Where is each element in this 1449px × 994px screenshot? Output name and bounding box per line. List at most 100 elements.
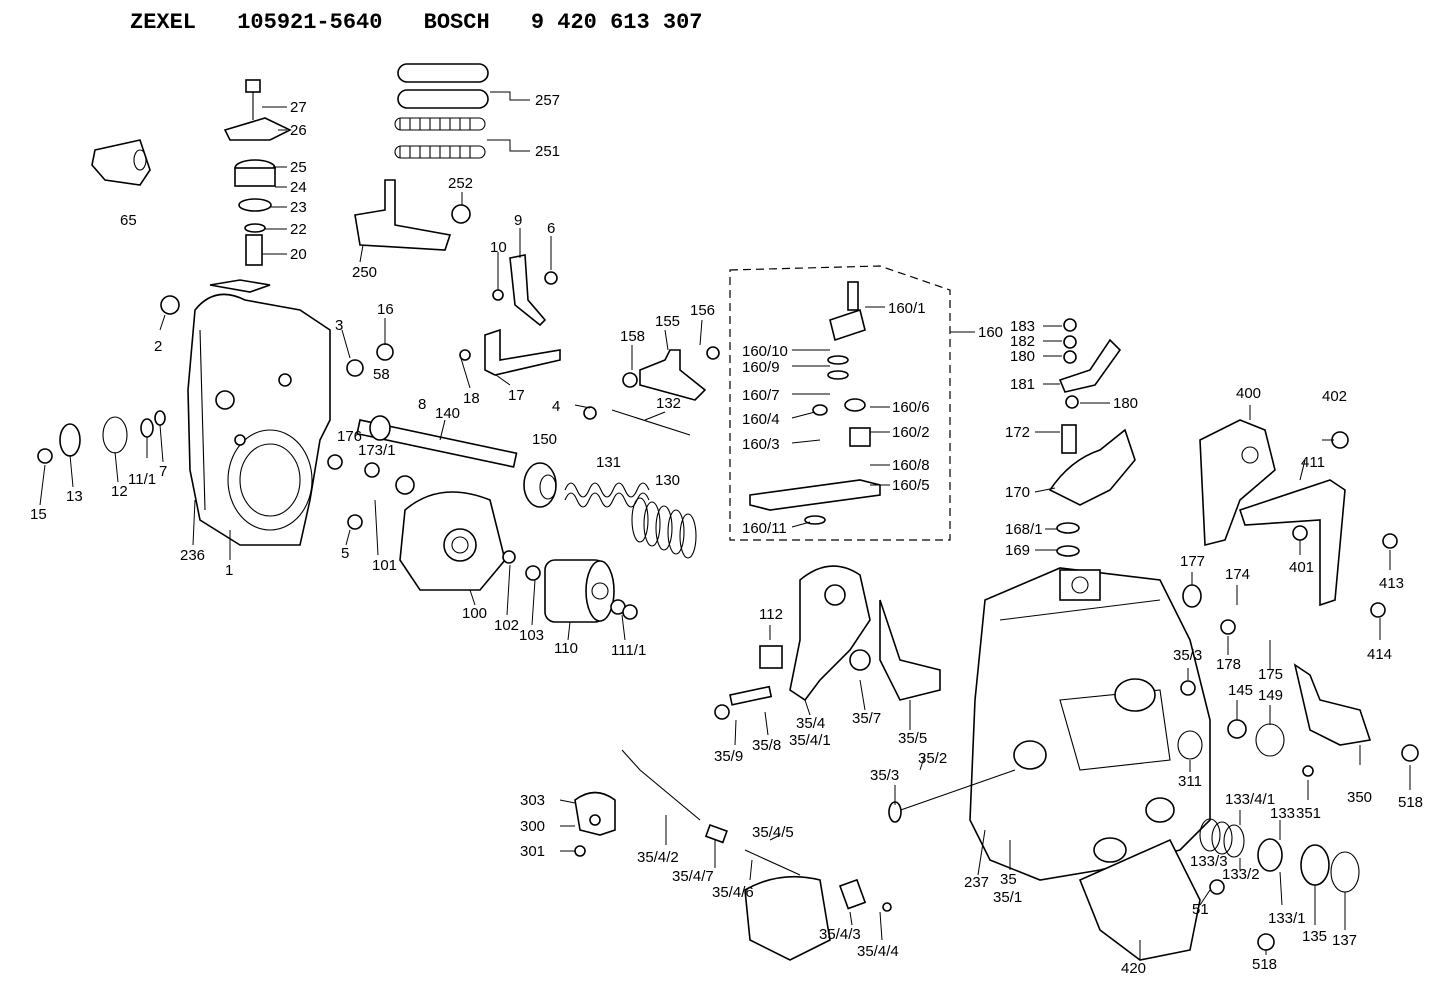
lever-170 — [1048, 428, 1136, 506]
label-110: 110 — [554, 640, 578, 657]
governor-spring-130 — [631, 497, 697, 559]
pin-172 — [1061, 424, 1077, 454]
label-160-4: 160/4 — [742, 411, 780, 428]
label-35-8: 35/8 — [752, 737, 781, 754]
label-51: 51 — [1192, 901, 1209, 918]
label-160: 160 — [978, 324, 1003, 341]
label-16: 16 — [377, 301, 394, 318]
governor-spring-131 — [564, 482, 650, 508]
label-35-9: 35/9 — [714, 748, 743, 765]
label-303: 303 — [520, 792, 545, 809]
label-133-3: 133/3 — [1190, 853, 1228, 870]
label-135: 135 — [1302, 928, 1327, 945]
label-35-4-3: 35/4/3 — [819, 926, 861, 943]
label-178: 178 — [1216, 656, 1241, 673]
label-160-3: 160/3 — [742, 436, 780, 453]
cap-nut-65 — [91, 139, 151, 186]
label-180b: 180 — [1113, 395, 1138, 412]
governor-lever-assembly — [789, 565, 941, 702]
label-402: 402 — [1322, 388, 1347, 405]
label-35-3a: 35/3 — [1173, 647, 1202, 664]
adjusting-screw-stack — [209, 79, 292, 293]
label-172: 172 — [1005, 424, 1030, 441]
maker-zexel: ZEXEL — [130, 10, 197, 35]
fasteners — [37, 204, 1419, 951]
label-12: 12 — [111, 483, 128, 500]
label-2: 2 — [154, 338, 162, 355]
label-175: 175 — [1258, 666, 1283, 683]
label-35-3b: 35/3 — [870, 767, 899, 784]
label-160-9: 160/9 — [742, 359, 780, 376]
label-23: 23 — [290, 199, 307, 216]
label-411: 411 — [1301, 454, 1325, 471]
label-237: 237 — [964, 874, 989, 891]
label-160-1: 160/1 — [888, 300, 926, 317]
label-35-5: 35/5 — [898, 730, 927, 747]
label-10: 10 — [490, 239, 507, 256]
label-236: 236 — [180, 547, 205, 564]
label-160-8: 160/8 — [892, 457, 930, 474]
label-181: 181 — [1010, 376, 1035, 393]
label-112: 112 — [759, 606, 783, 623]
label-140: 140 — [435, 405, 460, 422]
label-111-1: 111/1 — [611, 642, 646, 659]
label-177: 177 — [1180, 553, 1205, 570]
governor-subassembly-160 — [749, 281, 881, 525]
lever-350 — [1293, 663, 1372, 746]
label-35-2: 35/2 — [918, 750, 947, 767]
label-22: 22 — [290, 221, 307, 238]
label-160-11: 160/11 — [742, 520, 787, 537]
label-156: 156 — [690, 302, 715, 319]
label-518b: 518 — [1252, 956, 1277, 973]
label-251: 251 — [535, 143, 560, 160]
label-300: 300 — [520, 818, 545, 835]
label-35-7: 35/7 — [852, 710, 881, 727]
springs-251 — [394, 117, 486, 159]
label-58: 58 — [373, 366, 390, 383]
label-24: 24 — [290, 179, 307, 196]
flyweight-holder-100 — [399, 491, 506, 591]
label-20: 20 — [290, 246, 307, 263]
label-176: 176 — [337, 428, 362, 445]
label-3: 3 — [335, 317, 343, 334]
label-35-4-1: 35/4/1 — [789, 732, 831, 749]
label-133-1: 133/1 — [1268, 910, 1306, 927]
label-65: 65 — [120, 212, 137, 229]
label-7: 7 — [159, 463, 167, 480]
label-401: 401 — [1289, 559, 1314, 576]
label-130: 130 — [655, 472, 680, 489]
label-35-4: 35/4 — [796, 715, 825, 732]
label-133-4-1: 133/4/1 — [1225, 791, 1275, 808]
tubes-257 — [397, 63, 489, 109]
label-15: 15 — [30, 506, 47, 523]
drive-shaft-140 — [356, 415, 518, 468]
label-257: 257 — [535, 92, 560, 109]
plate-400 — [1199, 419, 1276, 547]
label-35-4-5: 35/4/5 — [752, 824, 794, 841]
spring-seat-150 — [523, 462, 557, 508]
shaft-35-2 — [888, 769, 1016, 823]
label-8: 8 — [418, 396, 426, 413]
label-137: 137 — [1332, 932, 1357, 949]
sleeve-110 — [544, 559, 615, 623]
label-413: 413 — [1379, 575, 1404, 592]
label-414: 414 — [1367, 646, 1392, 663]
label-35-4-2: 35/4/2 — [637, 849, 679, 866]
label-182: 182 — [1010, 333, 1035, 350]
label-518a: 518 — [1398, 794, 1423, 811]
label-4: 4 — [552, 398, 560, 415]
label-158: 158 — [620, 328, 645, 345]
label-145: 145 — [1228, 682, 1253, 699]
label-35: 35 — [1000, 871, 1017, 888]
label-18: 18 — [463, 390, 480, 407]
pump-main-body — [969, 567, 1211, 881]
label-35-1: 35/1 — [993, 889, 1022, 906]
bosch-part-number: 9 420 613 307 — [530, 10, 703, 35]
label-102: 102 — [494, 617, 519, 634]
label-132: 132 — [656, 395, 681, 412]
bracket-250 — [354, 179, 452, 251]
lever-300 — [574, 791, 616, 836]
label-1: 1 — [225, 562, 233, 579]
label-301: 301 — [520, 843, 545, 860]
